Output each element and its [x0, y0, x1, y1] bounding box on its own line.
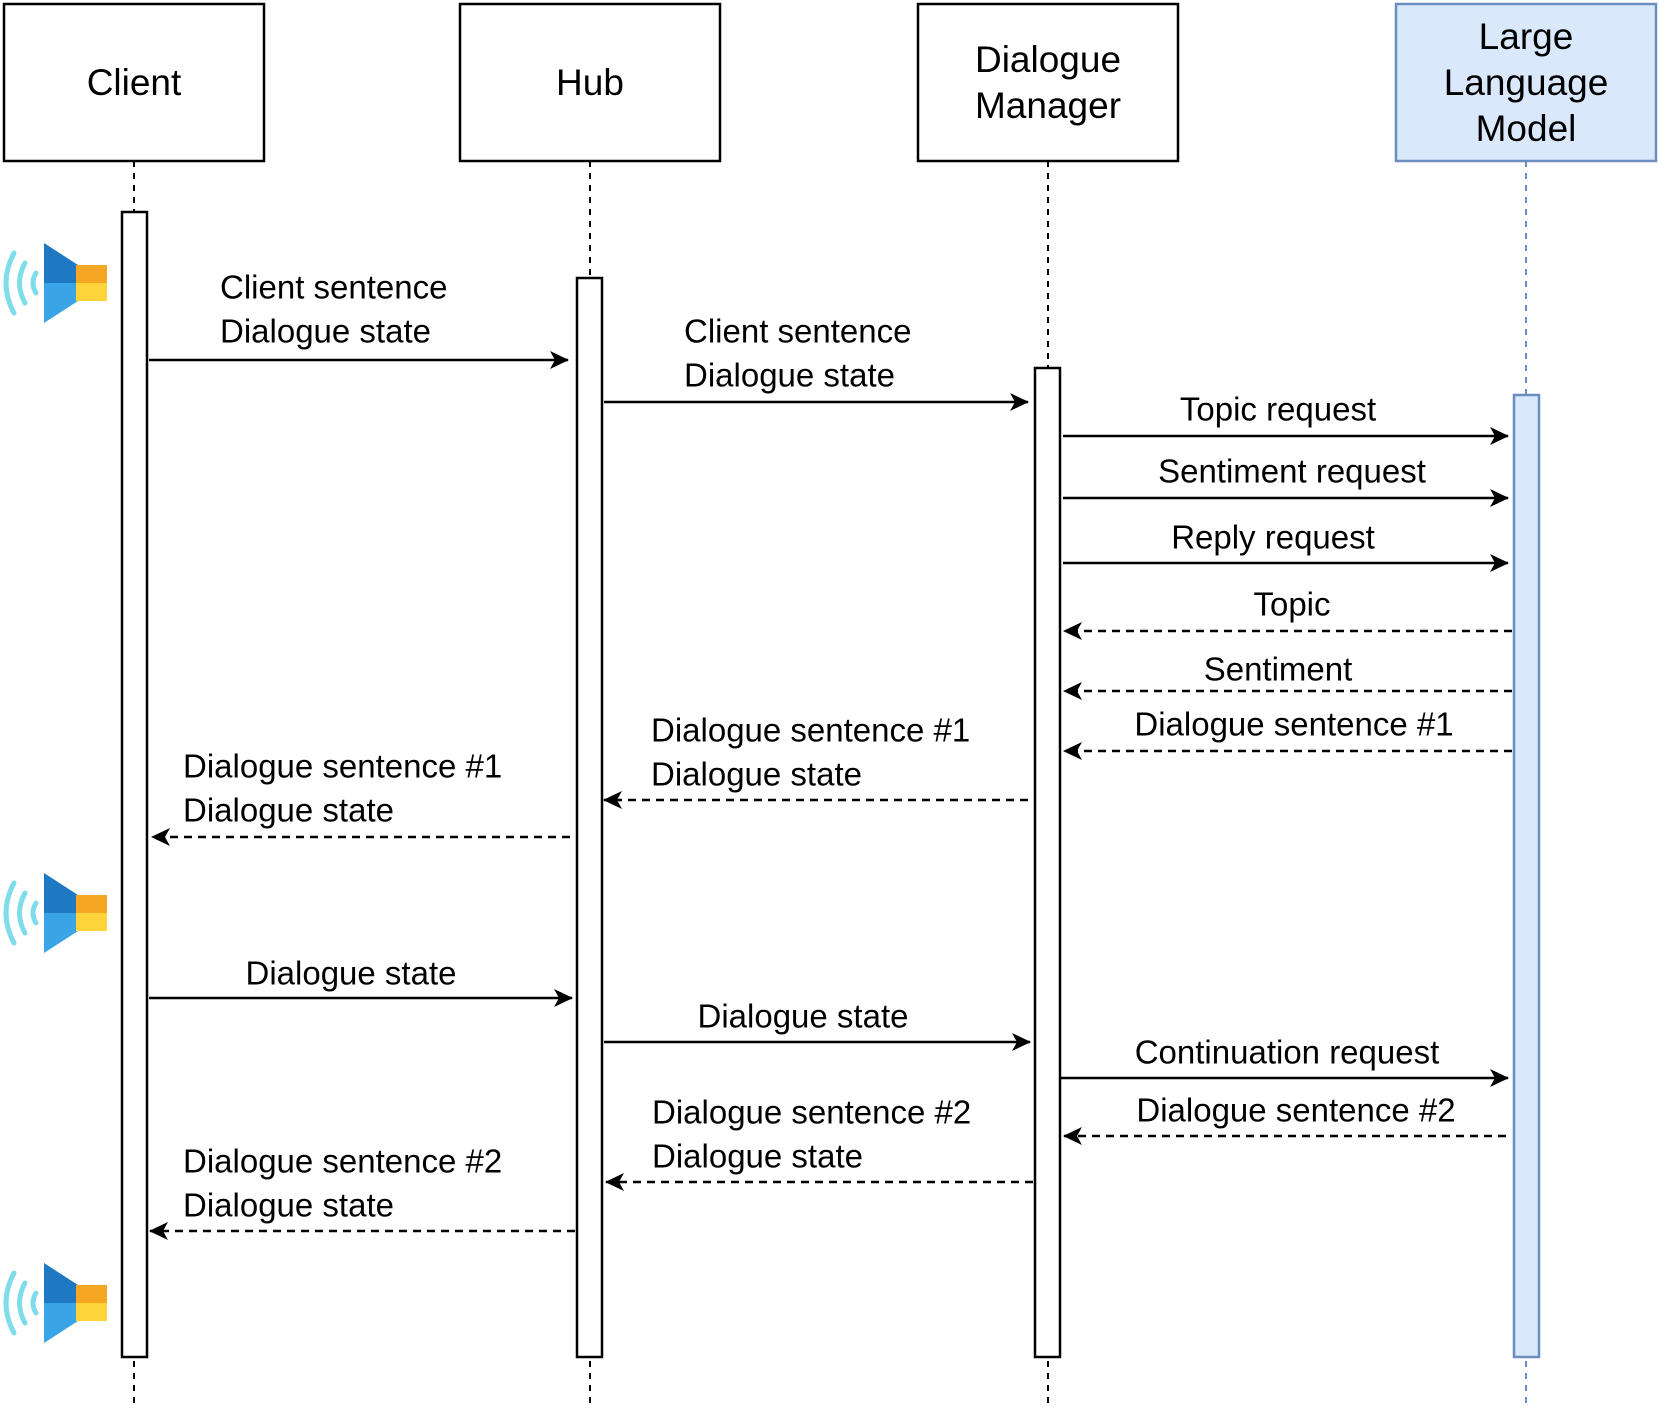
message-llm-to-dm: Topic — [1063, 586, 1512, 640]
message-label: Topic request — [1180, 391, 1376, 428]
message-label: Dialogue sentence #2 — [652, 1094, 971, 1131]
message-label: Client sentence — [684, 313, 911, 350]
message-client-to-hub: Dialogue state — [149, 955, 573, 1007]
speaker-icon — [3, 873, 107, 953]
message-label: Dialogue state — [652, 1138, 863, 1175]
message-dm-to-llm: Continuation request — [1060, 1034, 1509, 1087]
participant-box — [2, 2, 266, 163]
message-dm-to-hub: Dialogue sentence #2 Dialogue state — [605, 1094, 1033, 1191]
message-label: Continuation request — [1135, 1034, 1440, 1071]
message-hub-to-client: Dialogue sentence #2 Dialogue state — [149, 1143, 575, 1240]
participant-label: Manager — [975, 85, 1121, 126]
message-label: Dialogue state — [684, 357, 895, 394]
message-label: Dialogue sentence #1 — [1134, 706, 1453, 743]
speaker-icon — [3, 243, 107, 323]
message-dm-to-llm: Topic request — [1063, 391, 1509, 445]
message-label: Dialogue state — [220, 313, 431, 350]
message-label: Dialogue sentence #1 — [183, 748, 502, 785]
message-label: Dialogue state — [246, 955, 457, 992]
message-label: Dialogue sentence #2 — [1136, 1092, 1455, 1129]
message-llm-to-dm: Dialogue sentence #2 — [1063, 1092, 1506, 1145]
participant-box — [458, 2, 722, 163]
participant-label: Hub — [556, 62, 624, 103]
message-label: Dialogue state — [183, 1187, 394, 1224]
message-dm-to-llm: Reply request — [1063, 519, 1509, 572]
message-hub-to-client: Dialogue sentence #1 Dialogue state — [151, 748, 570, 846]
message-dm-to-hub: Dialogue sentence #1 Dialogue state — [603, 712, 1028, 809]
message-label: Dialogue state — [698, 998, 909, 1035]
participant-hub: Hub — [458, 2, 722, 163]
participant-box — [916, 2, 1180, 163]
message-hub-to-dm: Dialogue state — [604, 998, 1031, 1051]
message-llm-to-dm: Dialogue sentence #1 — [1063, 706, 1512, 760]
message-label: Dialogue state — [651, 756, 862, 793]
message-label: Dialogue state — [183, 792, 394, 829]
activation-bar-dm — [1033, 366, 1062, 1359]
participant-box — [1394, 2, 1658, 163]
participant-label: Large — [1479, 16, 1574, 57]
speaker-icon — [3, 1263, 107, 1343]
activation-bar-client — [120, 210, 149, 1359]
message-label: Sentiment — [1204, 651, 1353, 688]
activation-bar-llm — [1512, 393, 1541, 1359]
participant-label: Dialogue — [975, 39, 1121, 80]
message-label: Topic — [1253, 586, 1330, 623]
message-label: Dialogue sentence #1 — [651, 712, 970, 749]
message-llm-to-dm: Sentiment — [1063, 651, 1512, 700]
participant-label: Client — [87, 62, 182, 103]
participant-label: Model — [1476, 108, 1577, 149]
message-dm-to-llm: Sentiment request — [1063, 453, 1509, 507]
message-label: Client sentence — [220, 269, 447, 306]
message-label: Dialogue sentence #2 — [183, 1143, 502, 1180]
participant-label: Language — [1444, 62, 1609, 103]
message-label: Reply request — [1171, 519, 1375, 556]
message-label: Sentiment request — [1158, 453, 1426, 490]
participant-client: Client — [2, 2, 266, 163]
activation-bar-hub — [575, 276, 604, 1359]
